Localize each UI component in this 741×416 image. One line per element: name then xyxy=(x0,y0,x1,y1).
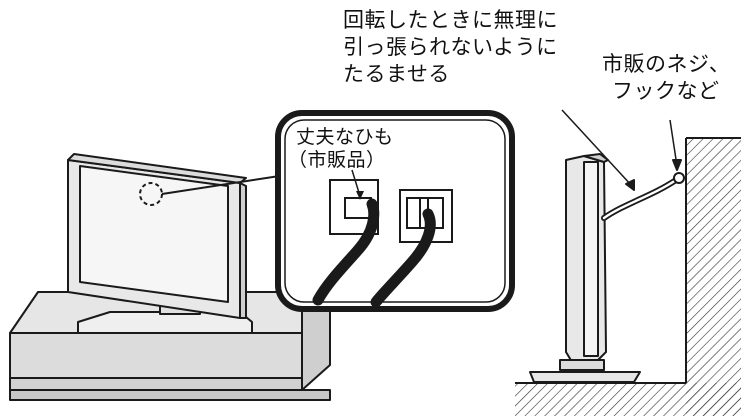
tv-side-view xyxy=(515,109,741,416)
hook-label-line2: フックなど xyxy=(612,79,720,103)
string-right xyxy=(370,208,436,308)
wall xyxy=(686,138,741,416)
string-left xyxy=(312,198,380,306)
tv-panel xyxy=(67,153,247,319)
string-label-line2: （市販品） xyxy=(288,149,386,171)
shelf-surface xyxy=(515,383,741,416)
slack-instruction-line1: 回転したときに無理に xyxy=(343,8,558,32)
zoom-detail-box xyxy=(275,110,515,312)
hook-label-line1: 市販のネジ、 xyxy=(602,52,731,76)
slack-leader-line xyxy=(561,109,633,187)
zoom-leader-line xyxy=(161,174,287,195)
slack-instruction-line2: 引っ張られないように xyxy=(343,35,558,59)
hook-leader-line xyxy=(669,119,678,167)
slack-instruction-line3: たるませる xyxy=(343,62,450,86)
wall-hook xyxy=(673,172,685,184)
tv-side-stand xyxy=(559,359,605,371)
string-label-line1: 丈夫なひも xyxy=(296,126,394,148)
tv-front-view xyxy=(9,153,331,401)
